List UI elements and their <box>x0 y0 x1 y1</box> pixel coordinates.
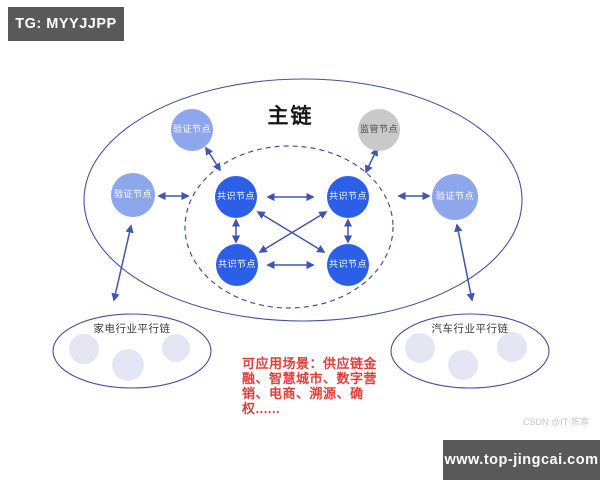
arrow-verify-top-link <box>205 146 221 172</box>
consensus-node: 共识节点 <box>216 244 258 286</box>
left-chain-member-circle <box>69 334 99 364</box>
left-chain-member-circle <box>162 334 190 362</box>
arrow-consensus-diagonal <box>258 211 328 253</box>
main-chain-title: 主链 <box>267 105 314 128</box>
left-chain-member-circle <box>112 349 144 381</box>
telegram-badge: TG: MYYJJPP <box>8 7 124 41</box>
arrow-supervise-link <box>365 147 378 174</box>
csdn-watermark: CSDN @IT·陈寒 <box>523 417 590 427</box>
consensus-node: 共识节点 <box>215 176 257 218</box>
right-parallel-chain-label: 汽车行业平行链 <box>431 323 509 335</box>
website-badge: www.top-jingcai.com <box>443 440 600 480</box>
right-chain-member-circle <box>448 350 478 380</box>
verify-node-left: 验证节点 <box>111 173 155 217</box>
application-scenarios-note: 可应用场景：供应链金 融、智慧城市、数字营 销、电商、溯源、确 权...... <box>242 356 378 416</box>
arrow-right-parallel-chain-link <box>454 223 475 302</box>
right-chain-member-circle <box>405 333 435 363</box>
arrow-left-parallel-chain-link <box>111 224 134 302</box>
consensus-node: 共识节点 <box>327 176 369 218</box>
left-parallel-chain-label: 家电行业平行链 <box>93 323 171 335</box>
right-chain-member-circle <box>497 332 527 362</box>
supervise-node: 监管节点 <box>358 109 400 151</box>
consensus-node: 共识节点 <box>327 244 369 286</box>
verify-node-top: 验证节点 <box>171 109 213 151</box>
consensus-cluster-dashed-ellipse <box>184 145 394 309</box>
arrow-consensus-diagonal <box>256 211 326 253</box>
verify-node-right: 验证节点 <box>432 174 478 220</box>
